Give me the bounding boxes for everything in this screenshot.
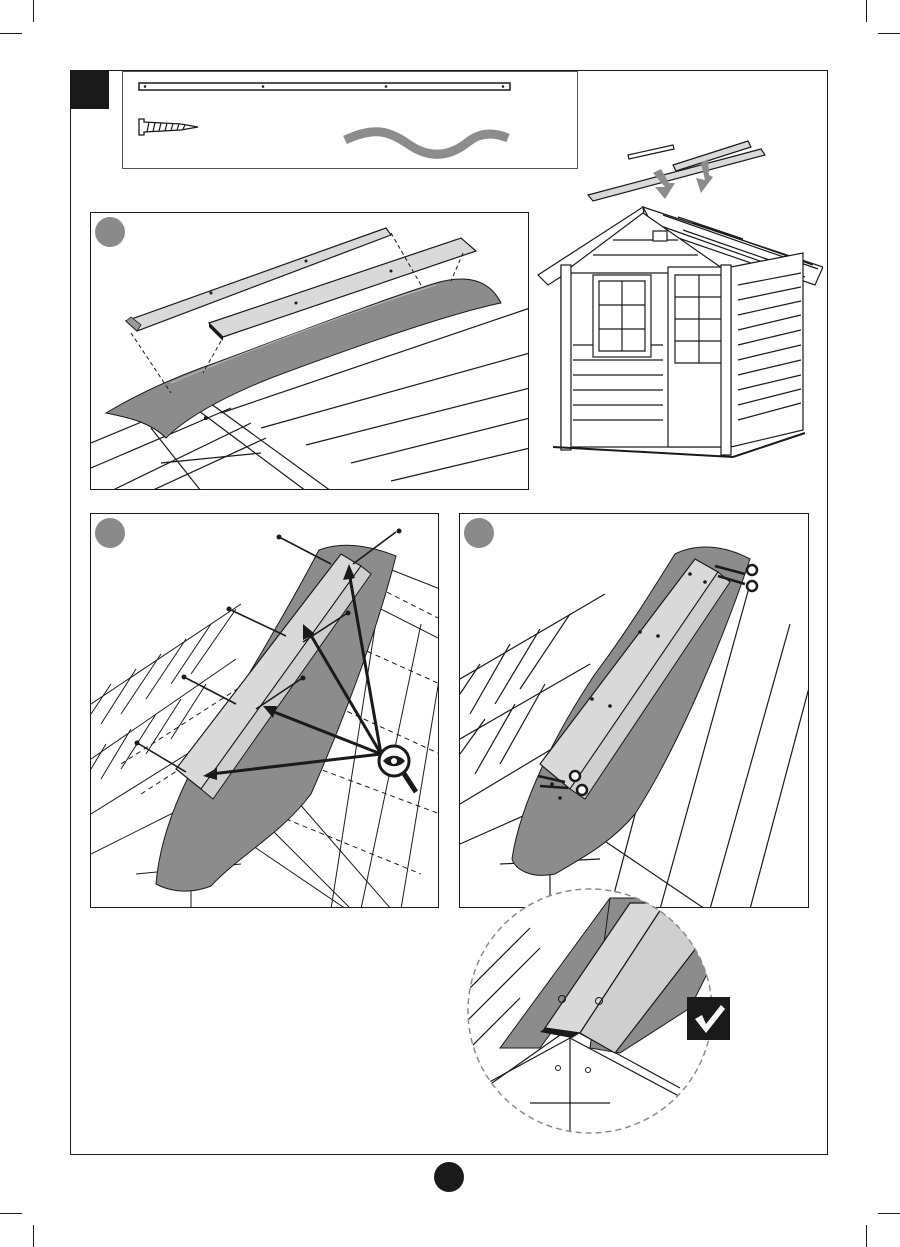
panel-ridge-assembly [90, 212, 529, 490]
felt-trimming-icon [460, 514, 809, 908]
panel-felt-trimming [459, 513, 809, 908]
ridge-screwing-icon [91, 514, 439, 908]
inspect-eye-icon [379, 746, 416, 792]
panel-ridge-screwing [90, 513, 439, 908]
checkmark-icon [687, 997, 730, 1040]
screw-icon [139, 119, 198, 135]
roofing-felt-strip-icon [345, 132, 508, 155]
crop-mark [33, 1225, 34, 1247]
parts-box [122, 71, 578, 169]
crop-mark [866, 0, 867, 22]
step-badge-b [95, 518, 125, 548]
step-badge-a [95, 217, 125, 247]
crop-mark [878, 1213, 900, 1214]
ridge-detail-zoom-icon [460, 888, 720, 1138]
crop-mark [0, 33, 22, 34]
ridge-strip-part-icon [139, 83, 510, 90]
ridge-assembly-exploded-icon [91, 213, 529, 490]
page-number-badge [434, 1162, 464, 1192]
crop-mark [33, 0, 34, 22]
crop-mark [866, 1225, 867, 1247]
crop-mark [0, 1213, 22, 1214]
step-tab [71, 71, 109, 109]
crop-mark [878, 33, 900, 34]
step-badge-c [464, 518, 494, 548]
playhouse-roof-overview-icon [533, 135, 823, 465]
